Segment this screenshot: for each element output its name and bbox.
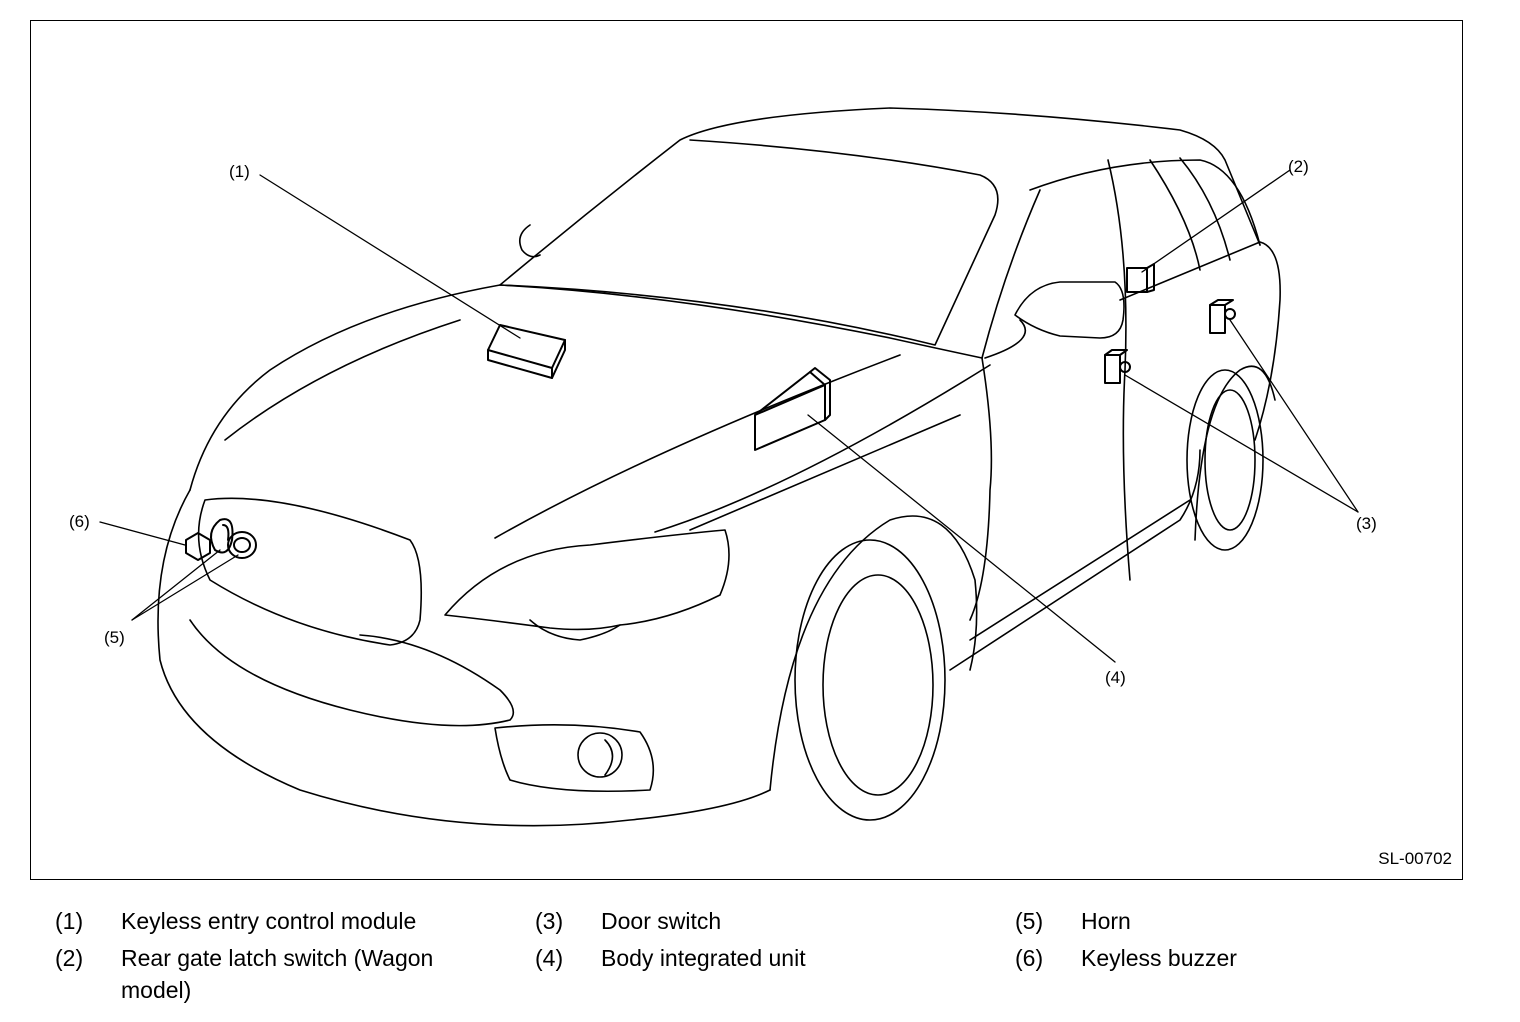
callout-6: (6) xyxy=(69,512,90,531)
grille xyxy=(197,497,422,646)
callout-4: (4) xyxy=(1105,668,1126,687)
lower-intake xyxy=(188,618,514,726)
headlamp xyxy=(443,528,730,630)
door-switch-rear xyxy=(1208,298,1236,334)
fog-lamp xyxy=(576,731,623,778)
roof-side xyxy=(1028,158,1261,246)
front-rim xyxy=(821,573,934,796)
callout-5: (5) xyxy=(104,628,125,647)
windshield xyxy=(498,138,999,346)
door-line-1 xyxy=(1106,158,1131,581)
legend-text: Rear gate latch switch (Wagon model) xyxy=(121,945,434,1003)
legend-text: Horn xyxy=(1081,908,1131,934)
legend-number: (6) xyxy=(1015,945,1044,971)
keyless-entry-control-module xyxy=(486,323,566,379)
hood-edge xyxy=(498,283,983,359)
hood-crease-right xyxy=(493,353,901,539)
legend-number: (5) xyxy=(1015,908,1044,934)
leader-lines xyxy=(98,168,1359,663)
rear-rim xyxy=(1203,388,1256,531)
hood-crease-left xyxy=(223,318,461,441)
figure-code: SL-00702 xyxy=(1378,849,1452,868)
legend-number: (3) xyxy=(535,908,564,934)
mirror-stem xyxy=(983,318,1026,359)
side-mirror xyxy=(1013,280,1125,339)
rear-wheel xyxy=(1185,368,1264,551)
door-switch-front xyxy=(1103,348,1131,384)
car-illustration xyxy=(98,106,1359,826)
legend-number: (4) xyxy=(535,945,564,971)
callout-3: (3) xyxy=(1356,514,1377,533)
body-integrated-unit xyxy=(753,366,831,451)
callout-2: (2) xyxy=(1288,157,1309,176)
sill xyxy=(948,448,1201,671)
legend-text: Keyless buzzer xyxy=(1081,945,1237,971)
figure-frame: (1) (2) (3) (4) (5) (6) SL-00702 xyxy=(30,20,1463,880)
door-line-2 xyxy=(1148,158,1201,271)
legend-text: Body integrated unit xyxy=(601,945,806,971)
legend-text: Keyless entry control module xyxy=(121,908,417,934)
bumper-outline xyxy=(156,488,771,826)
legend-number: (1) xyxy=(55,908,84,934)
front-wheel xyxy=(793,538,946,821)
roof-outline xyxy=(498,106,1261,286)
callout-1: (1) xyxy=(229,162,250,181)
horn xyxy=(209,517,257,559)
legend-text: Door switch xyxy=(601,908,722,934)
front-wheel-arch xyxy=(768,514,977,791)
hood-left xyxy=(188,283,501,491)
legend-number: (2) xyxy=(55,945,84,971)
fog-lamp-housing xyxy=(493,723,654,792)
a-pillar xyxy=(980,188,1041,359)
keyless-buzzer xyxy=(184,531,211,561)
body-side xyxy=(968,356,992,621)
b-pillar xyxy=(1178,156,1231,261)
